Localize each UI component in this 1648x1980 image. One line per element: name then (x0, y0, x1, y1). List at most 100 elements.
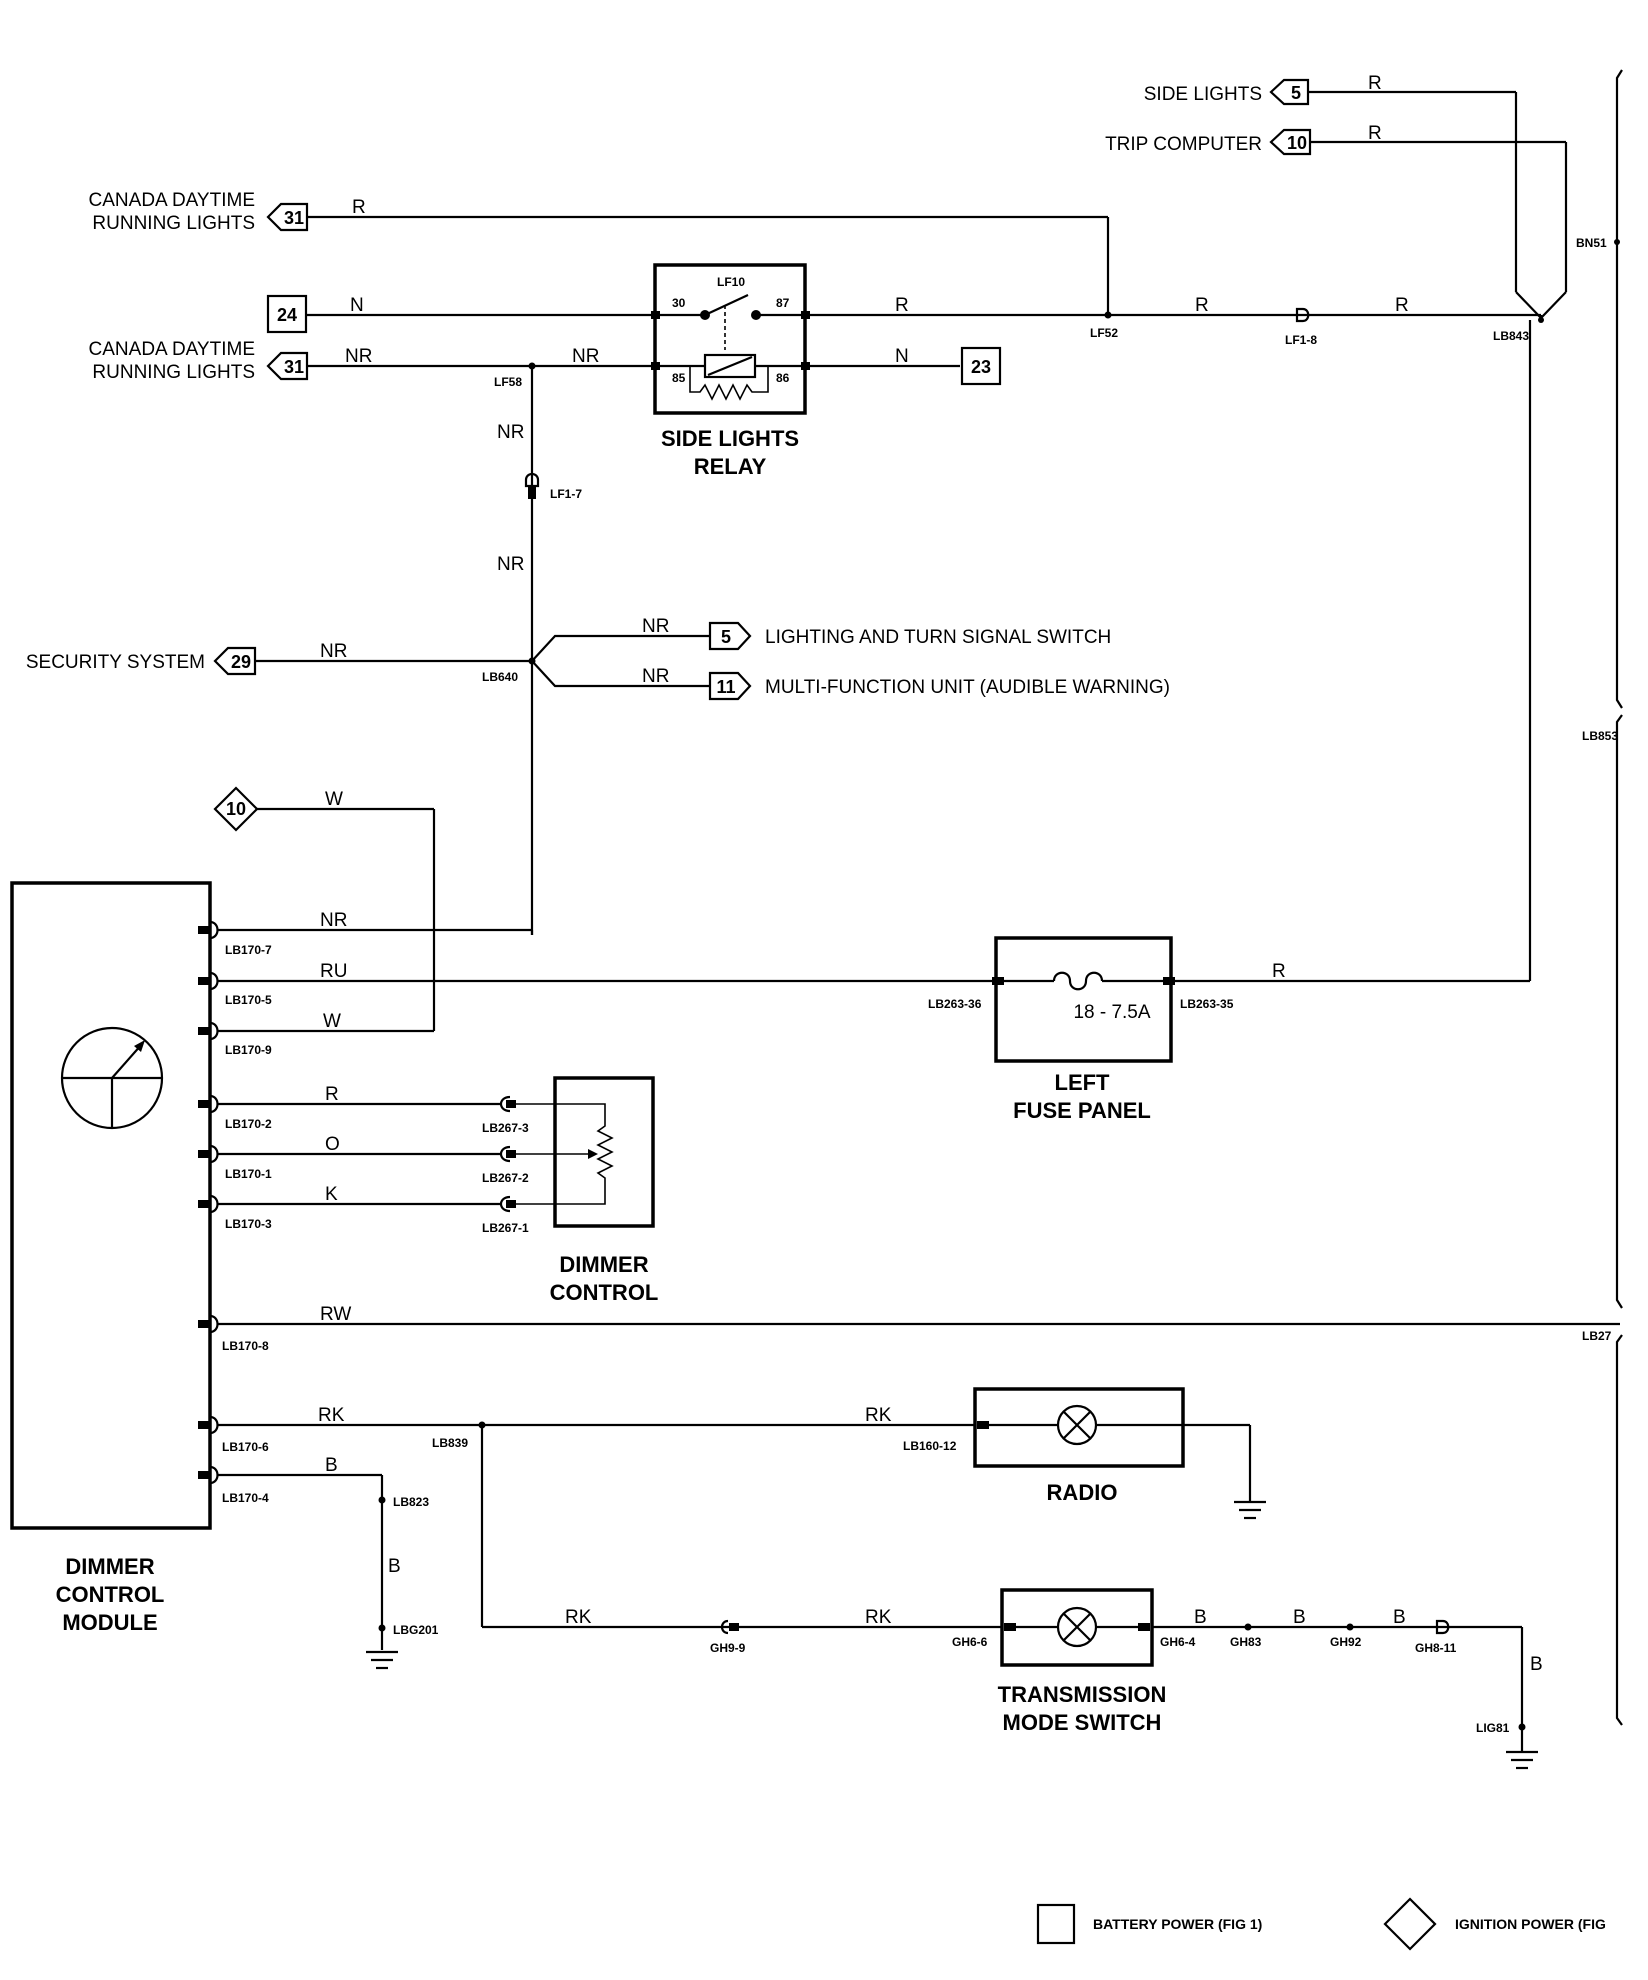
splice-lf58-dot (528, 362, 536, 370)
wire-radio-in: RK (865, 1405, 892, 1426)
fuse-icon (1052, 971, 1104, 991)
splice-lf58: LF58 (494, 375, 522, 389)
wire-to-mfu (531, 660, 710, 688)
transmission-title-line2: MODE SWITCH (1003, 1710, 1162, 1735)
relay-title-line1: SIDE LIGHTS (661, 426, 799, 451)
radio-lamp-x2 (1063, 1411, 1091, 1439)
pin-lb170-8-mark (198, 1320, 210, 1328)
radio-title: RADIO (1047, 1480, 1118, 1505)
trip-computer-connector: TRIP COMPUTER 10 R (1105, 123, 1568, 292)
dimmer-conn-2 (506, 1150, 516, 1158)
pin-lb263-36: LB263-36 (928, 997, 982, 1011)
wire-relay-out-color: R (895, 295, 909, 316)
ground-icon-transmission (1506, 1750, 1538, 1770)
pin-lb170-3-mark (198, 1200, 210, 1208)
fuse-term-left (992, 977, 1004, 985)
wire-b4: B (1530, 1654, 1543, 1675)
fuse-title-line2: FUSE PANEL (1013, 1098, 1151, 1123)
pin-lb170-5: LB170-5 (225, 993, 272, 1007)
wire-side-lights-color: R (1368, 73, 1382, 94)
canada-drl-1-line2: RUNNING LIGHTS (92, 213, 255, 234)
canada-drl-1-connector: CANADA DAYTIME RUNNING LIGHTS 31 R (89, 190, 1110, 317)
trans-term-right (1138, 1623, 1150, 1631)
module-pins: NR LB170-7 RU LB170-5 W LB170-9 R LB170-… (198, 910, 1620, 1505)
splice-gh6-6: GH6-6 (952, 1635, 988, 1649)
radio-box (973, 1387, 1185, 1468)
wiper-arrow (588, 1149, 598, 1159)
splice-lb640: LB640 (482, 670, 518, 684)
module-gauge-arrowhead (134, 1040, 145, 1052)
pin-lb170-6: LB170-6 (222, 1440, 269, 1454)
ignition-10-num: 10 (226, 799, 246, 819)
conn-gh9-9-cup (720, 1619, 729, 1635)
relay-resistor (689, 366, 769, 401)
connector-lf1-7 (524, 472, 540, 488)
mfu-label: MULTI-FUNCTION UNIT (AUDIBLE WARNING) (765, 677, 1170, 698)
canada-drl-2-line2: RUNNING LIGHTS (92, 362, 255, 383)
splice-gh8-11: GH8-11 (1415, 1641, 1457, 1655)
canada-drl-2-line1: CANADA DAYTIME (89, 339, 255, 360)
wire-security-color: NR (320, 641, 347, 662)
relay-pin-87: 87 (776, 296, 790, 310)
dimmer-conn-1 (506, 1100, 516, 1108)
wire-ground-b-color: B (388, 1556, 401, 1577)
wire-nr-down1: NR (497, 422, 524, 443)
pin-lb170-1-mark (198, 1150, 210, 1158)
wire-drl-2-color: NR (345, 346, 372, 367)
lighting-switch-num: 5 (721, 627, 731, 647)
dimmer-conn-3 (506, 1200, 516, 1208)
mfu-arrow (708, 671, 752, 701)
lighting-switch-label: LIGHTING AND TURN SIGNAL SWITCH (765, 627, 1111, 648)
security-system-num: 29 (231, 652, 251, 672)
relay-box (653, 263, 807, 415)
splice-gh6-4: GH6-4 (1160, 1635, 1196, 1649)
pin-lb170-2-mark (198, 1100, 210, 1108)
wire-lb170-1-color: O (325, 1134, 340, 1155)
side-lights-label: SIDE LIGHTS (1144, 84, 1262, 105)
splice-lb823: LB823 (393, 1495, 429, 1509)
pin-lb170-5-cup (209, 971, 219, 991)
splice-gh9-9: GH9-9 (710, 1641, 746, 1655)
wire-lighting-color: NR (642, 616, 669, 637)
splice-lf52-dot (1104, 311, 1112, 319)
splice-bn51: BN51 (1576, 236, 1607, 250)
pin-lb170-1: LB170-1 (225, 1167, 272, 1181)
pin-lb170-6-mark (198, 1421, 210, 1429)
lighting-switch-arrow (708, 621, 752, 651)
wire-trip-computer-color: R (1368, 123, 1382, 144)
ground-icon-module (366, 1650, 398, 1670)
wire-lb170-2-color: R (325, 1084, 339, 1105)
fuse-title-line1: LEFT (1055, 1070, 1111, 1095)
module-title-line1: DIMMER (65, 1554, 154, 1579)
pin-lb170-2: LB170-2 (225, 1117, 272, 1131)
wire-mfu-color: NR (642, 666, 669, 687)
pin-lb267-3: LB267-3 (482, 1121, 529, 1135)
pin-lb170-4: LB170-4 (222, 1491, 269, 1505)
legend-battery-icon (1036, 1903, 1076, 1945)
bus-bracket-2 (1615, 714, 1623, 1309)
splice-gh83: GH83 (1230, 1635, 1262, 1649)
wire-nr-down2: NR (497, 554, 524, 575)
dimmer-control: LB267-3 LB267-2 LB267-1 DIMMER CONTROL (482, 1076, 658, 1305)
security-system-label: SECURITY SYSTEM (26, 652, 205, 673)
dimmer-conn-3-cup (499, 1195, 511, 1213)
dimmer-control-box (553, 1076, 655, 1228)
wire-lb170-7-color: NR (320, 910, 347, 931)
side-lights-connector: SIDE LIGHTS 5 R (1144, 73, 1518, 292)
module-gauge-needle (111, 1043, 143, 1079)
relay-term-30 (651, 311, 660, 319)
module-title-line3: MODULE (62, 1610, 157, 1635)
pin-lb267-1: LB267-1 (482, 1221, 529, 1235)
splice-lb839: LB839 (432, 1436, 468, 1450)
wire-nr-relay: NR (572, 346, 599, 367)
pin-lb170-7: LB170-7 (225, 943, 272, 957)
pin-lb170-8-cup (209, 1314, 219, 1334)
trans-lamp-x2 (1063, 1613, 1091, 1641)
pin-lb170-5-mark (198, 977, 210, 985)
bus-bracket-1 (1615, 69, 1623, 709)
splice-gh83-dot (1244, 1623, 1252, 1631)
fuse-panel-box (994, 936, 1173, 1063)
pin-lb170-4-mark (198, 1471, 210, 1479)
connector-lf1-7-pin (528, 487, 536, 499)
bus-bracket-3 (1615, 1334, 1623, 1726)
